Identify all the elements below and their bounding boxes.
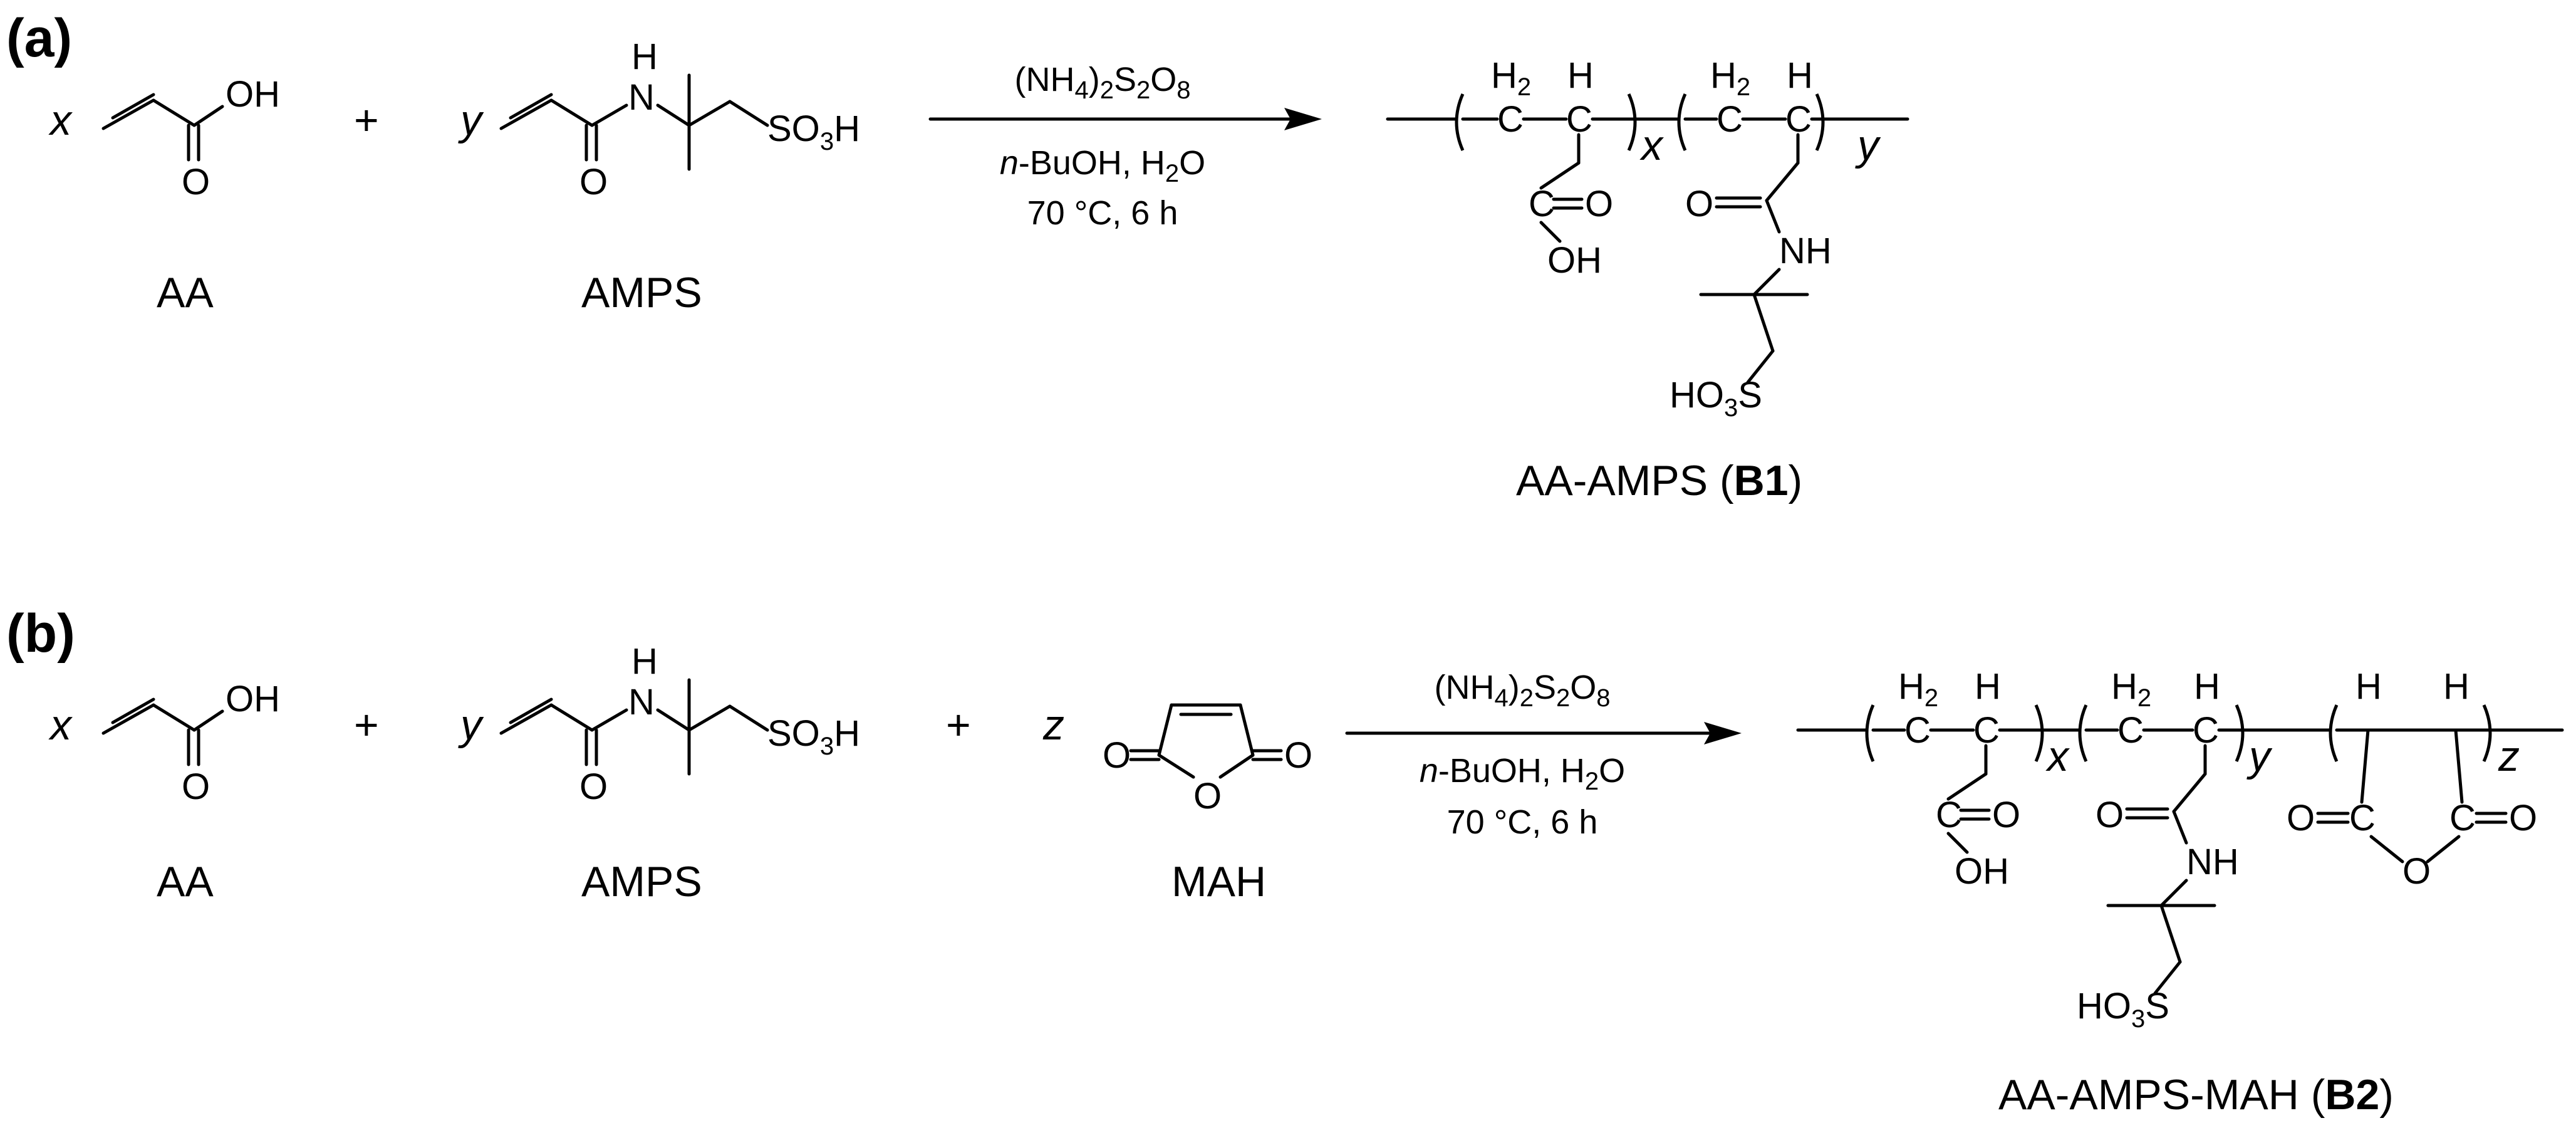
mah-o-left: O [1103, 735, 1131, 776]
b2-o-ring-right: O [2509, 798, 2537, 838]
plus-b-1: + [354, 701, 379, 749]
b1-o-amide: O [1685, 184, 1713, 224]
b1-c-acid: C [1529, 184, 1555, 224]
amps-n-label: N [628, 77, 655, 118]
b2-o-ring-left: O [2287, 798, 2315, 838]
b2-o-ring-bridge: O [2402, 851, 2431, 892]
amps-name-a: AMPS [581, 269, 702, 316]
product-b2-name: AA-AMPS-MAH (B2) [1998, 1071, 2394, 1119]
b2-h2-1: H2 [1898, 666, 1938, 712]
b2-c4: C [2193, 710, 2219, 751]
reaction-arrow-b: (NH4)2S2O8 n-BuOH, H2O 70 °C, 6 h [1345, 669, 1742, 841]
b1-h2-2: H2 [1710, 55, 1750, 101]
b1-h-1: H [1567, 55, 1594, 96]
reaction-arrow-a: (NH4)2S2O8 n-BuOH, H2O 70 °C, 6 h [928, 61, 1322, 232]
b2-sub-z: z [2498, 733, 2520, 780]
aa-oh-label: OH [226, 74, 280, 115]
b2-h-4: H [2443, 666, 2470, 707]
b2-o-amide: O [2096, 795, 2124, 835]
b2-h2-2: H2 [2111, 666, 2151, 712]
b2-oh-acid: OH [1955, 851, 2009, 892]
plus-b-2: + [946, 701, 971, 749]
amps-so3h-label: SO3H [767, 108, 860, 155]
mah-o-ring: O [1193, 776, 1222, 817]
mah-structure: z O O O MAH [1042, 701, 1312, 906]
solvent-b: n-BuOH, H2O [1420, 752, 1625, 795]
coeff-x-a: x [48, 97, 73, 144]
b2-c-acid: C [1936, 795, 1962, 835]
b1-c1: C [1497, 99, 1524, 140]
amps-o-label-b: O [579, 766, 608, 807]
aa-o-label-b: O [182, 766, 210, 807]
b2-nh: NH [2186, 842, 2239, 882]
b2-o-acid: O [1992, 795, 2020, 835]
mah-name: MAH [1171, 858, 1266, 906]
b2-c3: C [2117, 710, 2144, 751]
b2-c-ring-2: C [2449, 798, 2476, 838]
coeff-y-a: y [458, 97, 484, 144]
b1-sub-x: x [1639, 122, 1664, 169]
panel-a-label: (a) [6, 8, 72, 68]
b1-o-acid: O [1585, 184, 1613, 224]
reagent-a: (NH4)2S2O8 [1014, 61, 1190, 104]
aa-structure-a: x OH O AA [48, 74, 280, 316]
aa-name-b: AA [157, 858, 214, 906]
b2-sub-x: x [2045, 733, 2070, 780]
reagent-b: (NH4)2S2O8 [1434, 669, 1610, 712]
b2-c-ring-1: C [2349, 798, 2376, 838]
amps-structure-a: y N H SO3H O AMPS [458, 36, 860, 316]
panel-a: (a) x OH O AA + y N H [6, 8, 1909, 504]
amps-n-label-b: N [628, 682, 655, 723]
conditions-b: 70 °C, 6 h [1447, 803, 1598, 841]
aa-oh-label-b: OH [226, 679, 280, 719]
b2-h-1: H [1975, 666, 2001, 707]
amps-structure-b: y N H SO3H O AMPS [458, 641, 860, 906]
amps-name-b: AMPS [581, 858, 702, 906]
plus-a-1: + [354, 97, 379, 144]
b2-ho3s: HO3S [2077, 986, 2169, 1033]
aa-structure-b: x OH O AA [48, 679, 280, 906]
mah-o-right: O [1284, 735, 1312, 776]
amps-h-label: H [631, 36, 658, 77]
amps-so3h-label-b: SO3H [767, 713, 860, 760]
b2-h-3: H [2355, 666, 2382, 707]
b1-c2: C [1566, 99, 1592, 140]
b1-ho3s: HO3S [1670, 375, 1762, 422]
solvent-a: n-BuOH, H2O [1000, 144, 1205, 187]
coeff-z-b: z [1042, 701, 1064, 749]
product-b1-structure: C H2 C H x C H2 C H y C O [1386, 55, 1909, 504]
aa-name-a: AA [157, 269, 214, 316]
b1-sub-y: y [1855, 122, 1881, 169]
b2-c2: C [1973, 710, 2000, 751]
product-b2-structure: C H2 C H x C H2 C H y H H [1796, 666, 2564, 1119]
b1-nh: NH [1779, 231, 1832, 271]
panel-b: (b) x OH O AA + y N H [6, 603, 2564, 1119]
coeff-x-b: x [48, 701, 73, 749]
conditions-a: 70 °C, 6 h [1027, 194, 1178, 232]
b1-h2-1: H2 [1491, 55, 1531, 101]
b1-c3: C [1716, 99, 1743, 140]
coeff-y-b: y [458, 701, 484, 749]
b1-c4: C [1785, 99, 1812, 140]
amps-o-label: O [579, 162, 608, 202]
b2-sub-y: y [2246, 733, 2273, 780]
product-b1-name: AA-AMPS (B1) [1516, 457, 1802, 504]
b2-c1: C [1904, 710, 1931, 751]
amps-h-label-b: H [631, 641, 658, 682]
b1-h-2: H [1787, 55, 1813, 96]
panel-b-label: (b) [6, 603, 75, 664]
b2-h-2: H [2194, 666, 2220, 707]
b1-oh-acid: OH [1547, 240, 1602, 281]
aa-o-label: O [182, 162, 210, 202]
